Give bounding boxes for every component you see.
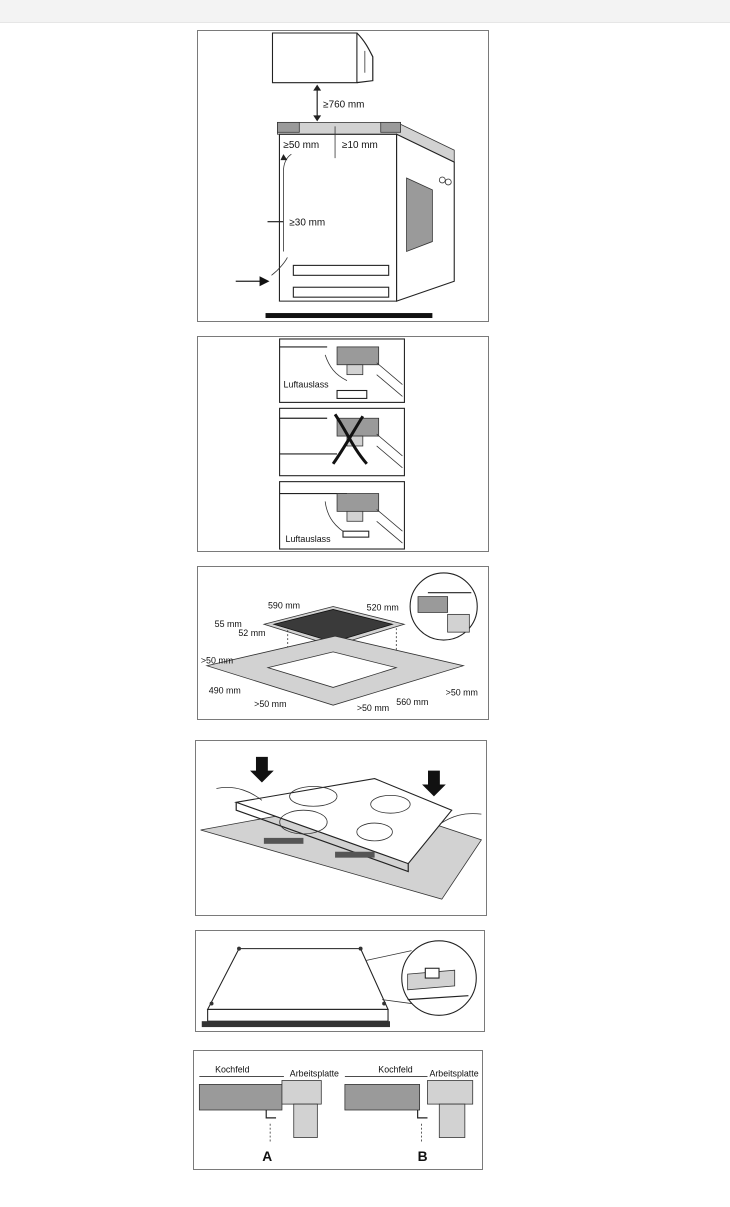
hob-insertion-diagram bbox=[195, 740, 487, 916]
variant3-hob-base bbox=[346, 510, 364, 522]
dim-front-margin-label: >50 mm bbox=[254, 699, 286, 709]
cooking-zone-3 bbox=[279, 809, 328, 835]
variant1-airflow bbox=[324, 354, 348, 381]
outlet-label-1: Luftauslass bbox=[284, 380, 330, 390]
clip-point-4 bbox=[382, 1001, 387, 1006]
bracket-a bbox=[265, 1110, 277, 1119]
dim-left-margin-label: >50 mm bbox=[201, 656, 233, 666]
outlet-label-2: Luftauslass bbox=[286, 534, 332, 544]
oven-knob-1 bbox=[438, 176, 446, 184]
oven-window bbox=[406, 177, 433, 253]
dim-right-label: ≥10 mm bbox=[342, 140, 378, 151]
worktop-support-a bbox=[293, 1103, 318, 1138]
worktop-support-b bbox=[438, 1103, 466, 1138]
clip-point-1 bbox=[237, 946, 241, 951]
hob-body-a bbox=[198, 1084, 283, 1111]
drawer-bottom bbox=[292, 286, 390, 298]
cooking-zone-4 bbox=[356, 822, 393, 842]
browser-top-bar bbox=[0, 0, 730, 23]
air-outlet-svg: Luftauslass Luftauslass bbox=[279, 338, 405, 550]
hob-insertion-svg bbox=[200, 756, 483, 900]
detail-worktop bbox=[417, 596, 449, 613]
ventilation-clearance-svg: ≥760 mm ≥50 mm ≥10 mm ≥30 mm bbox=[235, 32, 455, 319]
worktop-strip bbox=[201, 1021, 390, 1028]
label-worktop-a: Arbeitsplatte bbox=[290, 1069, 339, 1079]
airflow-left bbox=[283, 153, 292, 252]
variant-b-label: B bbox=[418, 1149, 428, 1164]
vent-grille-1 bbox=[263, 837, 304, 844]
hob-glass bbox=[272, 609, 394, 643]
variant2-panel bbox=[376, 433, 403, 469]
dim-top-arrow-up bbox=[313, 84, 322, 91]
drawer-top bbox=[292, 264, 390, 276]
countertop-right-block bbox=[380, 121, 401, 133]
hand-right bbox=[439, 813, 482, 825]
dim-cutout-width-label: 560 mm bbox=[396, 697, 428, 707]
oven-knob-2 bbox=[444, 178, 452, 186]
press-arrow-right bbox=[422, 770, 446, 797]
dim-height-total-label: 55 mm bbox=[215, 619, 242, 629]
variant1-shelf bbox=[336, 389, 368, 399]
label-hob-a: Kochfeld bbox=[215, 1065, 249, 1075]
dim-width-label: 590 mm bbox=[268, 600, 300, 610]
countertop-left-block bbox=[277, 121, 300, 133]
variant3-panel bbox=[376, 509, 403, 544]
cooking-zone-1 bbox=[289, 786, 338, 807]
floor-plinth bbox=[265, 313, 433, 319]
installation-variants-svg: Kochfeld Arbeitsplatte A Kochfeld Arbeit… bbox=[198, 1065, 479, 1164]
cutout-dimensions-diagram: 590 mm 520 mm 55 mm 52 mm >50 mm 490 mm … bbox=[197, 566, 489, 720]
dim-top-label: ≥760 mm bbox=[323, 99, 364, 110]
vent-grille-2 bbox=[335, 851, 375, 858]
dim-front-margin-2-label: >50 mm bbox=[357, 703, 389, 713]
dim-depth-label: 520 mm bbox=[367, 602, 399, 612]
dim-top-arrow-down bbox=[313, 115, 322, 122]
hob-body-b bbox=[344, 1084, 421, 1111]
airflow-arrow bbox=[280, 154, 288, 161]
cross-stroke-2 bbox=[331, 415, 365, 465]
installation-variants-diagram: Kochfeld Arbeitsplatte A Kochfeld Arbeit… bbox=[193, 1050, 483, 1170]
label-hob-b: Kochfeld bbox=[378, 1065, 412, 1075]
air-inlet-arrow bbox=[259, 276, 270, 287]
dim-cutout-depth-label: 490 mm bbox=[209, 685, 241, 695]
clip-detail-edge bbox=[407, 995, 469, 1001]
variant1-hob-base bbox=[346, 364, 364, 376]
dim-height-built-label: 52 mm bbox=[238, 628, 265, 638]
hob-top-view bbox=[206, 948, 389, 1010]
upper-cabinet-side bbox=[356, 32, 374, 84]
mounting-clips-svg bbox=[201, 940, 477, 1028]
clip-detail-clip bbox=[424, 967, 440, 979]
hob-front-edge bbox=[207, 1008, 389, 1022]
dim-left-label: ≥50 mm bbox=[283, 140, 319, 151]
leader-line-1 bbox=[366, 950, 412, 961]
press-arrow-left bbox=[250, 756, 274, 783]
clip-point-3 bbox=[209, 1001, 214, 1006]
hob-edge bbox=[235, 802, 409, 873]
hob-panel bbox=[234, 778, 453, 865]
leader-line-2 bbox=[382, 999, 412, 1004]
hand-left bbox=[216, 787, 263, 801]
variant-a-label: A bbox=[262, 1149, 272, 1164]
worktop-block-a bbox=[281, 1080, 322, 1105]
dim-right-margin-label: >50 mm bbox=[446, 687, 478, 697]
bracket-b bbox=[417, 1110, 428, 1119]
worktop-block-b bbox=[427, 1080, 474, 1105]
cutout-opening bbox=[266, 651, 398, 688]
dim-side-label: ≥30 mm bbox=[289, 218, 325, 229]
air-inlet-curve bbox=[271, 257, 288, 276]
variant1-panel bbox=[376, 362, 403, 397]
ventilation-clearance-diagram: ≥760 mm ≥50 mm ≥10 mm ≥30 mm bbox=[197, 30, 489, 322]
variant3-shelf bbox=[342, 530, 370, 538]
label-worktop-b: Arbeitsplatte bbox=[429, 1069, 478, 1079]
variant1-hob bbox=[336, 346, 380, 366]
detail-seal bbox=[447, 613, 470, 633]
clip-point-2 bbox=[358, 946, 363, 951]
air-outlet-diagram: Luftauslass Luftauslass bbox=[197, 336, 489, 552]
variant3-hob bbox=[336, 493, 380, 512]
cutout-dimensions-svg: 590 mm 520 mm 55 mm 52 mm >50 mm 490 mm … bbox=[201, 572, 478, 713]
cooking-zone-2 bbox=[370, 794, 411, 814]
mounting-clips-diagram bbox=[195, 930, 485, 1032]
upper-cabinet bbox=[271, 32, 358, 84]
